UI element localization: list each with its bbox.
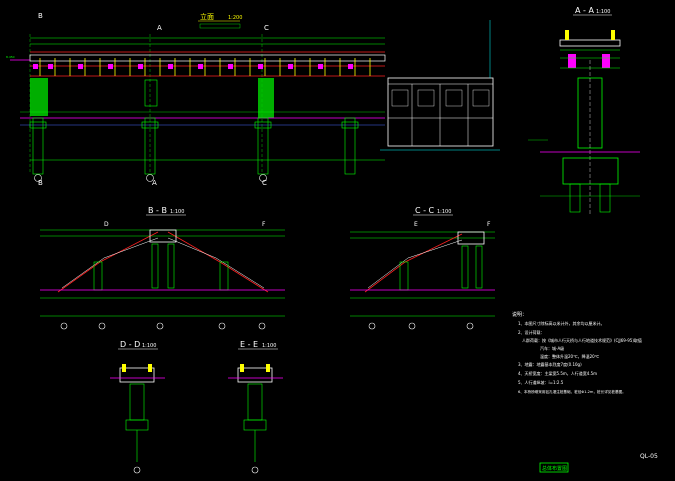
section-c-view: C - C 1:100 E F xyxy=(350,206,495,330)
notes-line-9: 6、本桥桥墩采用钻孔灌注桩基础，桩径Φ1.2m，桩长详见桩基图。 xyxy=(518,389,626,394)
section-a-scale: 1:100 xyxy=(596,9,610,15)
notes-line-2: 2、设计荷载： xyxy=(518,329,545,335)
axis-label-top-2: A xyxy=(157,24,162,32)
section-d-scale: 1:100 xyxy=(142,343,156,349)
axis-label-top-3: C xyxy=(264,24,269,32)
notes-heading: 说明： xyxy=(512,311,527,318)
section-a-view: A - A 1:100 xyxy=(528,6,640,215)
section-c-title: C - C xyxy=(415,206,435,215)
section-e-title: E - E xyxy=(240,340,258,349)
section-c-axis-e: E xyxy=(414,221,418,228)
notes-line-1: 1、本图尺寸除标高以米计外，其余均以厘米计。 xyxy=(518,320,605,326)
notes-line-5: 温度：整体升温20℃，降温20℃ xyxy=(540,353,600,359)
notes-line-8: 5、人行道纵坡：i=1:2.5 xyxy=(518,379,564,385)
section-b-axis-d: D xyxy=(104,221,109,228)
section-d-title: D - D xyxy=(120,340,140,349)
svg-text:8.450: 8.450 xyxy=(6,55,15,59)
section-d-view: D - D 1:100 xyxy=(110,340,165,474)
elevation-scale: 1:200 xyxy=(228,15,242,21)
section-c-scale: 1:100 xyxy=(437,209,451,215)
axis-label-bottom-3: C xyxy=(262,179,267,187)
section-b-title: B - B xyxy=(148,206,167,215)
notes-block: 说明： 1、本图尺寸除标高以米计外，其余均以厘米计。 2、设计荷载： 人群荷载：… xyxy=(512,311,642,394)
section-c-axis-f: F xyxy=(487,221,491,228)
notes-line-7: 4、天桥宽度：主梁宽5.5m，人行道宽4.5m xyxy=(518,370,597,376)
adjacent-building xyxy=(380,20,500,151)
elevation-title: 立面 xyxy=(200,12,214,21)
notes-line-4: 汽车：城-A级 xyxy=(540,345,564,351)
elevation-view: B A C B A C 立面 1:200 xyxy=(6,12,500,187)
sheet-number: QL-05 xyxy=(640,453,658,460)
section-b-scale: 1:100 xyxy=(170,209,184,215)
title-stamp: 总体布置图 xyxy=(542,465,567,472)
notes-line-6: 3、地震：地震基本烈度7度(0.10g) xyxy=(518,361,582,367)
notes-line-3: 人群荷载：按《城市人行天桥与人行地道技术规范》(CJJ69-95)取值 xyxy=(522,337,642,343)
section-b-view: B - B 1:100 D F xyxy=(40,206,285,330)
section-a-title: A - A xyxy=(575,6,594,15)
section-b-axis-f: F xyxy=(262,221,266,228)
section-e-view: E - E 1:100 xyxy=(228,340,283,474)
axis-label-bottom-1: B xyxy=(38,179,43,187)
axis-label-top-1: B xyxy=(38,12,43,20)
axis-label-bottom-2: A xyxy=(152,179,157,187)
section-e-scale: 1:100 xyxy=(262,343,276,349)
